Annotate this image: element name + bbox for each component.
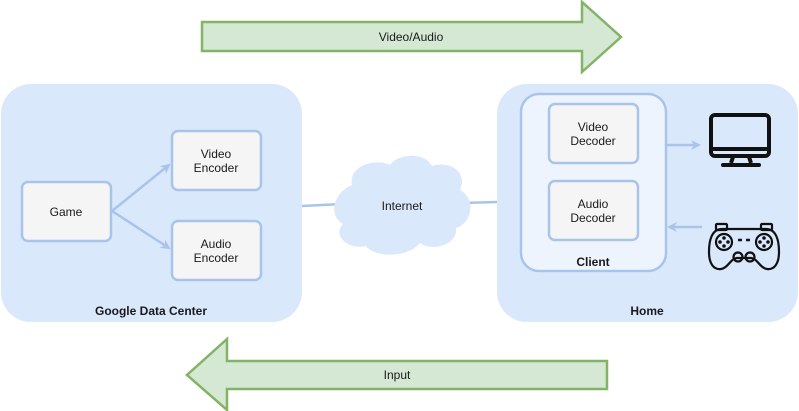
video-decoder-node[interactable]: Video Decoder	[547, 102, 640, 165]
input-flow-arrow: Input	[185, 336, 609, 411]
game-node[interactable]: Game	[20, 180, 113, 243]
game-to-video-encoder-connector	[111, 163, 171, 212]
video-encoder-label-line1: Video	[201, 147, 232, 161]
monitor-icon	[709, 113, 771, 167]
input-label: Input	[384, 368, 411, 382]
google-data-center-label: Google Data Center	[95, 304, 207, 318]
internet-label: Internet	[382, 199, 423, 213]
game-to-audio-encoder-connector	[111, 209, 171, 250]
audio-encoder-label-line2: Encoder	[194, 251, 239, 265]
audio-decoder-node[interactable]: Audio Decoder	[547, 179, 640, 242]
audio-decoder-label-line1: Audio	[578, 197, 609, 211]
video-decoder-label-line1: Video	[578, 120, 609, 134]
internet-cloud[interactable]: Internet	[334, 155, 471, 255]
video-audio-flow-arrow: Video/Audio	[200, 0, 623, 75]
game-label: Game	[50, 205, 83, 219]
audio-encoder-label-line1: Audio	[201, 237, 232, 251]
video-audio-label: Video/Audio	[379, 30, 444, 44]
audio-decoder-label-line2: Decoder	[570, 211, 615, 225]
home-label: Home	[630, 304, 664, 318]
video-encoder-node[interactable]: Video Encoder	[170, 129, 263, 192]
client-label: Client	[576, 255, 609, 269]
audio-encoder-node[interactable]: Audio Encoder	[170, 219, 263, 282]
video-encoder-label-line2: Encoder	[194, 161, 239, 175]
gamepad-icon	[707, 222, 781, 271]
video-decoder-label-line2: Decoder	[570, 134, 615, 148]
